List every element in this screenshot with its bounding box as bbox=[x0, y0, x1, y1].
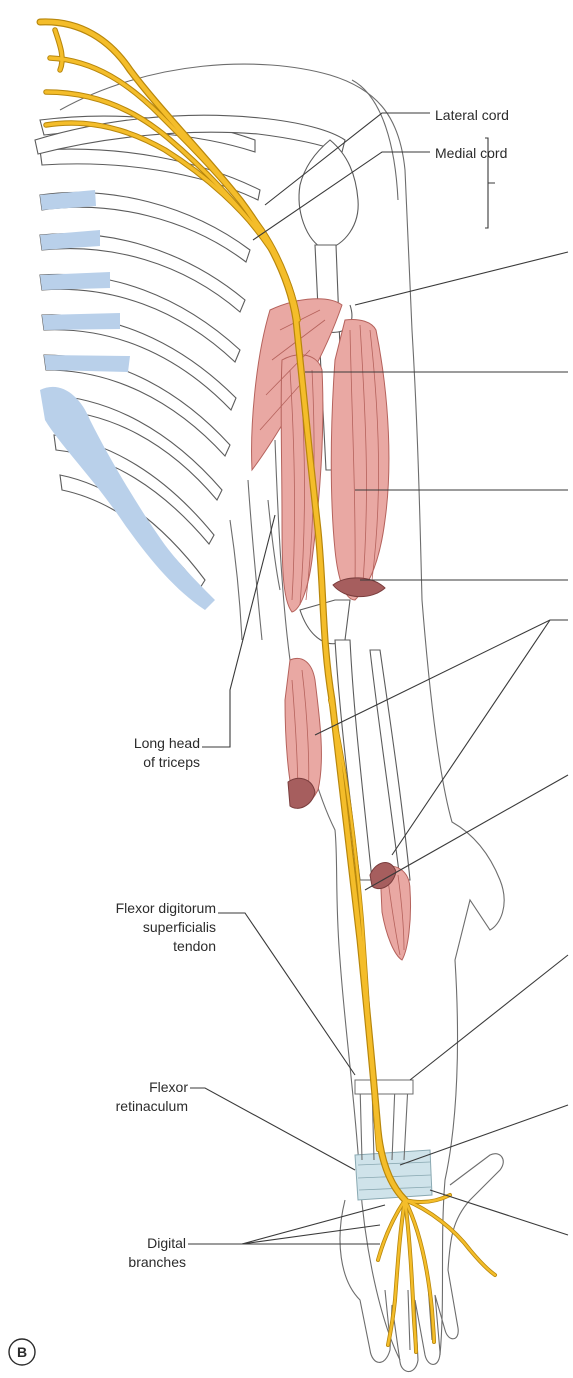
label-fds-2: superficialis bbox=[143, 919, 216, 935]
cut-muscle-biceps bbox=[333, 578, 385, 597]
label-fds-1: Flexor digitorum bbox=[116, 900, 216, 916]
label-digital-1: Digital bbox=[147, 1235, 186, 1251]
label-long-head-2: of triceps bbox=[143, 754, 200, 770]
label-retinaculum-2: retinaculum bbox=[116, 1098, 188, 1114]
rib-cage bbox=[40, 116, 260, 610]
label-long-head-1: Long head bbox=[134, 735, 200, 751]
arm-outline bbox=[60, 64, 504, 1360]
humeral-head bbox=[299, 140, 358, 250]
label-fds-3: tendon bbox=[173, 938, 216, 954]
label-lateral-cord: Lateral cord bbox=[435, 107, 509, 123]
label-retinaculum-1: Flexor bbox=[149, 1079, 188, 1095]
panel-badge: B bbox=[9, 1339, 35, 1365]
label-digital-2: branches bbox=[128, 1254, 186, 1270]
panel-letter: B bbox=[17, 1344, 27, 1360]
biceps-brachii bbox=[331, 319, 389, 600]
cut-muscle-forearm-1 bbox=[288, 778, 315, 808]
label-medial-cord: Medial cord bbox=[435, 145, 507, 161]
